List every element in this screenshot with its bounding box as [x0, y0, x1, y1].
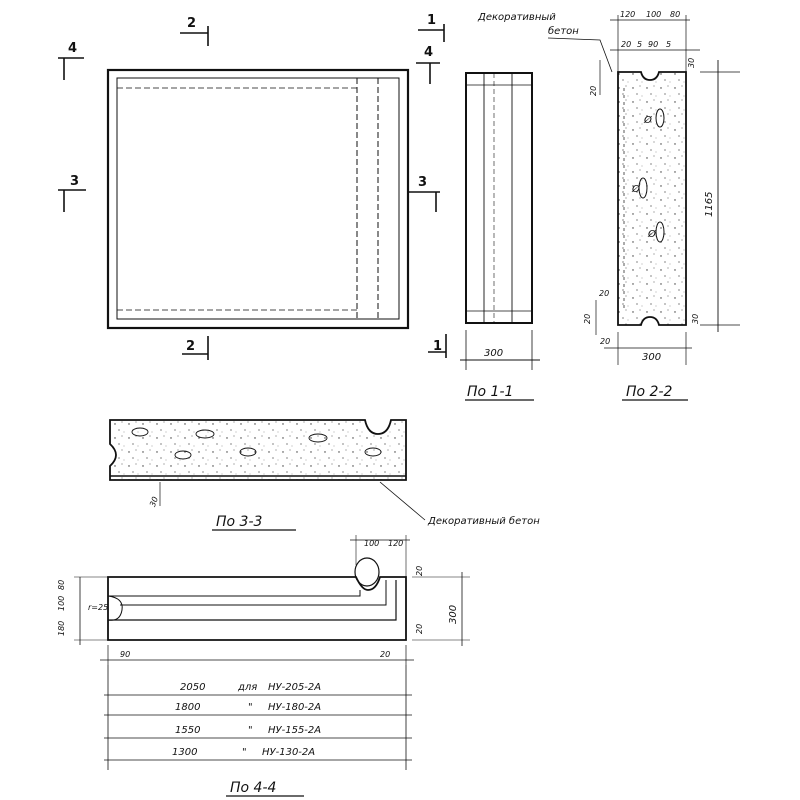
dim-4-4-top-1: 100	[364, 539, 379, 548]
decorative-label-2-2-line1: Декоративный	[477, 12, 556, 23]
dim-2-2-top-2: 100	[646, 10, 661, 19]
dim-2-2-second-2: 5	[637, 40, 642, 49]
section-3-3	[109, 419, 426, 521]
section-mark-2-bottom: 2	[186, 339, 195, 354]
dim-2-2-second-4: 5	[666, 40, 671, 49]
dim-2-2-bottom-20: 20	[600, 337, 610, 346]
caption-section-3-3: По 3-3	[216, 514, 262, 530]
length-row-4-mark: НУ-130-2А	[262, 747, 315, 758]
decorative-label-2-2-line2: бетон	[548, 25, 579, 37]
length-table: 2050 для НУ-205-2А 1800 " НУ-180-2А 1550…	[172, 682, 321, 758]
section-mark-2-top: 2	[187, 16, 196, 31]
caption-section-4-4: По 4-4	[230, 780, 276, 796]
length-row-3-sep: "	[248, 725, 253, 736]
hole-mark-1: Ø	[643, 114, 653, 126]
dim-2-2-bottom-left-a: 20	[599, 289, 609, 298]
dim-2-2-left-20: 20	[589, 86, 598, 96]
plan-view	[106, 68, 410, 330]
length-table-lines	[104, 665, 412, 770]
dim-4-4-height: 300	[448, 605, 459, 624]
dim-2-2-top-3: 80	[670, 10, 680, 19]
section-mark-3-left: 3	[70, 174, 79, 189]
caption-section-1-1: По 1-1	[467, 384, 513, 400]
section-mark-1-bottom: 1	[433, 339, 442, 354]
section-4-4	[74, 535, 470, 665]
dim-2-2-bottom-left-b: 20	[583, 314, 592, 324]
dim-2-2-second-1: 20	[621, 40, 631, 49]
dim-4-4-bottom-right: 20	[380, 650, 390, 659]
section-mark-3-right: 3	[418, 175, 427, 190]
section-mark-1-top: 1	[427, 13, 436, 28]
dim-2-2-second-3: 90	[648, 40, 658, 49]
dim-4-4-left-3: 80	[57, 580, 66, 590]
dim-4-4-bottom-left: 90	[120, 650, 130, 659]
length-row-2-value: 1800	[175, 702, 200, 713]
length-row-2-mark: НУ-180-2А	[268, 702, 321, 713]
panel-outline	[106, 68, 410, 330]
section-mark-4-left: 4	[68, 41, 77, 56]
dim-4-4-right-20b: 20	[415, 624, 424, 634]
dim-2-2-height: 1165	[704, 192, 715, 217]
dim-1-1-width: 300	[484, 348, 503, 359]
hole-mark-2: Ø	[631, 183, 641, 195]
length-row-3-mark: НУ-155-2А	[268, 725, 321, 736]
dim-4-4-left-2: 100	[57, 596, 66, 611]
dim-4-4-top-2: 120	[388, 539, 403, 548]
section-1-1	[460, 72, 540, 370]
dim-4-4-left-1: 180	[57, 621, 66, 636]
length-row-1-value: 2050	[180, 682, 205, 693]
dim-2-2-width: 300	[642, 352, 661, 363]
dim-2-2-top-right: 30	[687, 58, 696, 68]
dim-2-2-bottom-right: 30	[691, 314, 700, 324]
section-marks	[58, 24, 447, 360]
section-mark-4-right: 4	[424, 45, 433, 60]
length-row-1-mark: НУ-205-2А	[268, 682, 321, 693]
length-row-3-value: 1550	[175, 725, 200, 736]
length-row-1-sep: для	[237, 682, 257, 693]
dim-3-3-bottom: 30	[148, 495, 160, 508]
hole-mark-3: Ø	[647, 228, 657, 240]
caption-section-2-2: По 2-2	[626, 384, 673, 400]
dim-2-2-top-1: 120	[620, 10, 635, 19]
decorative-label-3-3: Декоративный бетон	[427, 515, 540, 527]
length-row-2-sep: "	[248, 702, 253, 713]
dim-4-4-right-20a: 20	[415, 566, 424, 576]
panel-inner-outline	[116, 77, 400, 320]
dim-4-4-radius: r=25	[88, 603, 108, 612]
length-row-4-sep: "	[242, 747, 247, 758]
section-2-2	[595, 15, 740, 365]
length-row-4-value: 1300	[172, 747, 197, 758]
